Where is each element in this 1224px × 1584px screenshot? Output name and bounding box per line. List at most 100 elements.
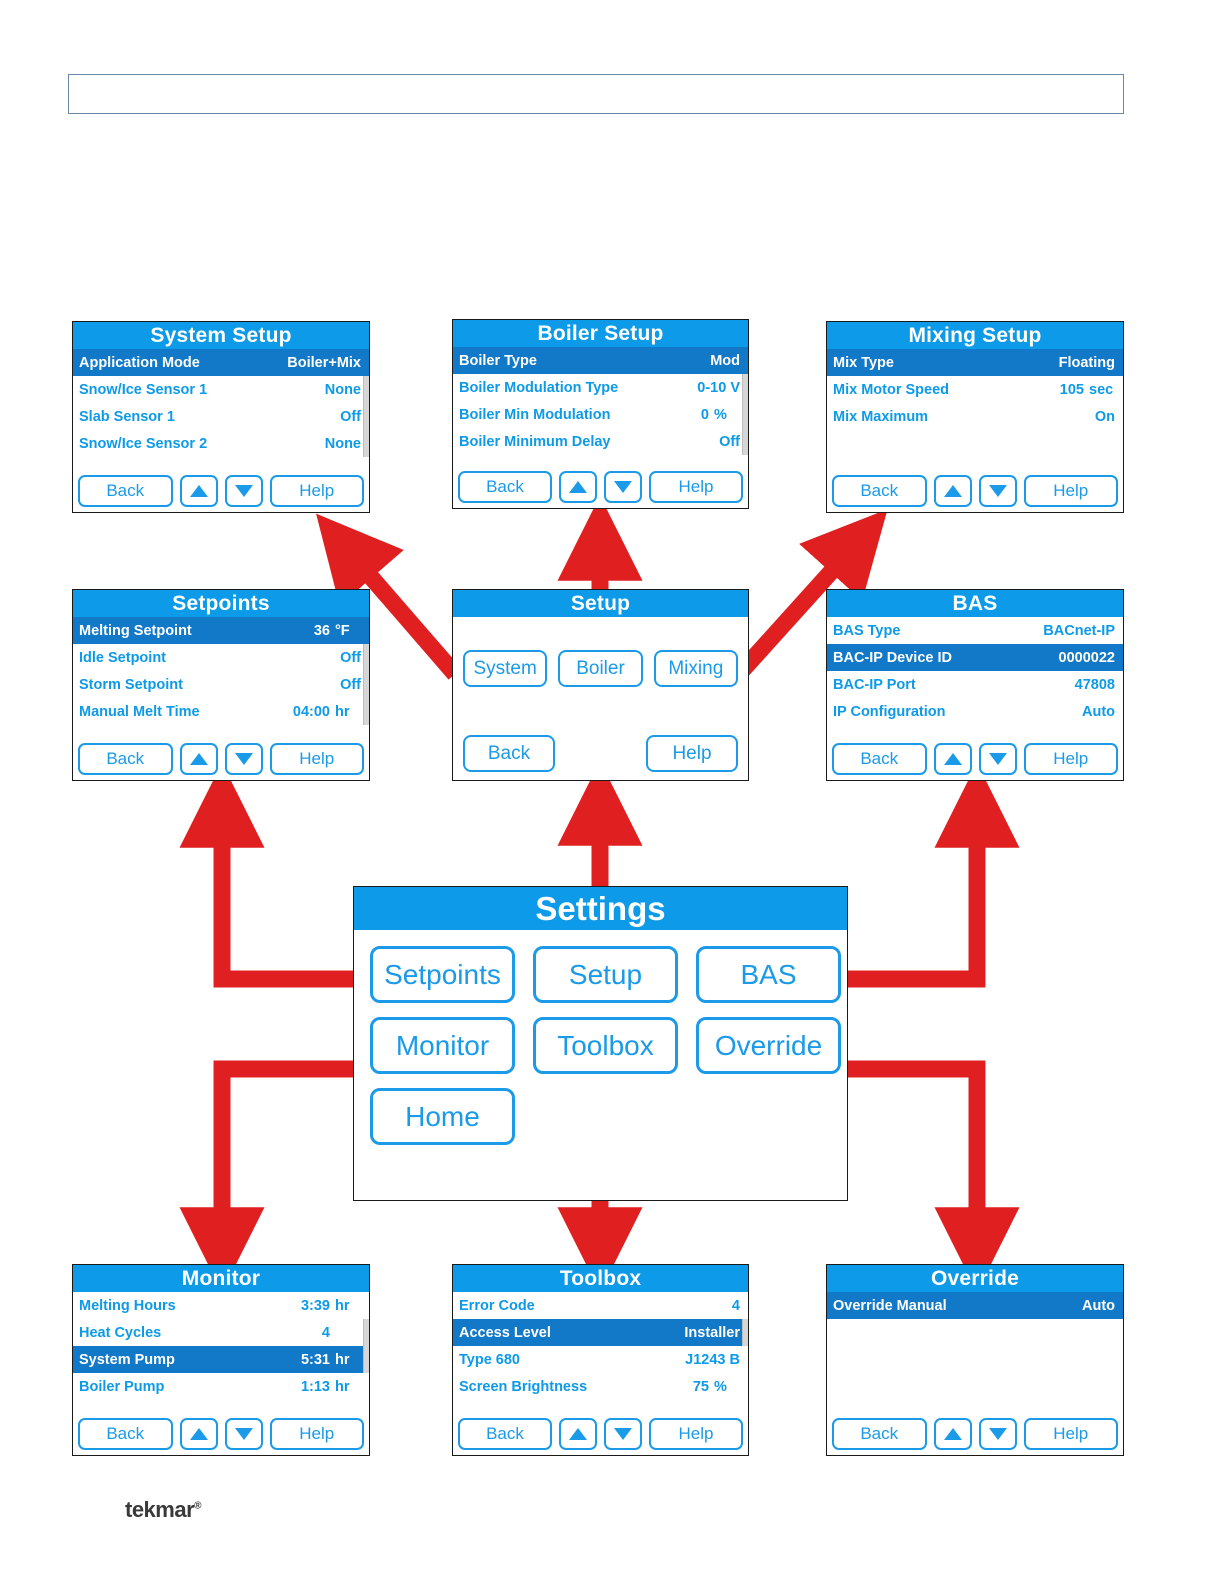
down-button[interactable] bbox=[604, 1418, 642, 1450]
back-button[interactable]: Back bbox=[832, 475, 927, 507]
down-button[interactable] bbox=[604, 471, 642, 503]
setup-system-button[interactable]: System bbox=[463, 650, 548, 687]
row-value: Floating bbox=[1058, 354, 1115, 371]
up-button[interactable] bbox=[179, 1418, 218, 1450]
help-button[interactable]: Help bbox=[269, 475, 364, 507]
help-button[interactable]: Help bbox=[269, 743, 364, 775]
list-item[interactable]: BAC-IP Device ID 0000022 bbox=[827, 644, 1123, 671]
up-button[interactable] bbox=[933, 743, 972, 775]
list-item[interactable]: Mix Maximum On bbox=[827, 403, 1123, 430]
back-button[interactable]: Back bbox=[78, 475, 173, 507]
scrollbar[interactable] bbox=[363, 1319, 369, 1373]
settings-list[interactable]: Melting Hours 3:39 hr Heat Cycles 4 Syst… bbox=[73, 1292, 369, 1400]
settings-home-button[interactable]: Home bbox=[370, 1088, 515, 1145]
list-item[interactable]: Boiler Type Mod bbox=[453, 347, 748, 374]
panel-boiler-setup[interactable]: Boiler Setup Boiler Type Mod Boiler Modu… bbox=[452, 319, 749, 509]
settings-setpoints-button[interactable]: Setpoints bbox=[370, 946, 515, 1003]
help-button[interactable]: Help bbox=[649, 1418, 743, 1450]
panel-mixing-setup[interactable]: Mixing Setup Mix Type Floating Mix Motor… bbox=[826, 321, 1124, 513]
list-item[interactable]: Mix Motor Speed 105 sec bbox=[827, 376, 1123, 403]
list-item[interactable]: Melting Setpoint 36 °F bbox=[73, 617, 369, 644]
help-button[interactable]: Help bbox=[1023, 743, 1118, 775]
up-button[interactable] bbox=[933, 475, 972, 507]
panel-system-setup[interactable]: System Setup Application Mode Boiler+Mix… bbox=[72, 321, 370, 513]
down-button[interactable] bbox=[978, 1418, 1017, 1450]
setup-boiler-button[interactable]: Boiler bbox=[558, 650, 643, 687]
panel-setup-menu[interactable]: Setup System Boiler Mixing Back Help bbox=[452, 589, 749, 781]
list-item[interactable]: Screen Brightness 75 % bbox=[453, 1373, 748, 1400]
up-button[interactable] bbox=[179, 743, 218, 775]
settings-list[interactable]: Override Manual Auto bbox=[827, 1292, 1123, 1400]
help-button[interactable]: Help bbox=[269, 1418, 364, 1450]
list-item[interactable]: Manual Melt Time 04:00 hr bbox=[73, 698, 369, 725]
list-item[interactable]: Boiler Min Modulation 0 % bbox=[453, 401, 748, 428]
back-button[interactable]: Back bbox=[458, 471, 552, 503]
list-item[interactable]: IP Configuration Auto bbox=[827, 698, 1123, 725]
settings-list[interactable]: Boiler Type Mod Boiler Modulation Type 0… bbox=[453, 347, 748, 455]
panel-settings[interactable]: Settings Setpoints Setup BAS Monitor Too… bbox=[353, 886, 848, 1201]
list-item[interactable]: Boiler Modulation Type 0-10 V bbox=[453, 374, 748, 401]
help-button[interactable]: Help bbox=[1023, 1418, 1118, 1450]
panel-toolbox[interactable]: Toolbox Error Code 4 Access Level Instal… bbox=[452, 1264, 749, 1456]
down-button[interactable] bbox=[224, 1418, 263, 1450]
panel-override[interactable]: Override Override Manual Auto Back Help bbox=[826, 1264, 1124, 1456]
back-button[interactable]: Back bbox=[78, 743, 173, 775]
panel-bas[interactable]: BAS BAS Type BACnet-IP BAC-IP Device ID … bbox=[826, 589, 1124, 781]
settings-list[interactable]: BAS Type BACnet-IP BAC-IP Device ID 0000… bbox=[827, 617, 1123, 725]
up-button[interactable] bbox=[559, 1418, 597, 1450]
list-item[interactable]: Application Mode Boiler+Mix bbox=[73, 349, 369, 376]
down-button[interactable] bbox=[978, 475, 1017, 507]
row-value: On bbox=[1094, 408, 1115, 425]
list-item[interactable]: BAS Type BACnet-IP bbox=[827, 617, 1123, 644]
panel-monitor[interactable]: Monitor Melting Hours 3:39 hr Heat Cycle… bbox=[72, 1264, 370, 1456]
scrollbar[interactable] bbox=[363, 376, 369, 457]
scrollbar[interactable] bbox=[742, 374, 748, 455]
list-item[interactable]: System Pump 5:31 hr bbox=[73, 1346, 369, 1373]
list-item[interactable]: Access Level Installer bbox=[453, 1319, 748, 1346]
back-button[interactable]: Back bbox=[78, 1418, 173, 1450]
list-item[interactable]: Heat Cycles 4 bbox=[73, 1319, 369, 1346]
list-item[interactable]: Error Code 4 bbox=[453, 1292, 748, 1319]
settings-override-button[interactable]: Override bbox=[696, 1017, 841, 1074]
down-button[interactable] bbox=[224, 743, 263, 775]
scrollbar[interactable] bbox=[742, 1319, 748, 1346]
up-button[interactable] bbox=[179, 475, 218, 507]
back-button[interactable]: Back bbox=[832, 743, 927, 775]
list-item[interactable]: Boiler Minimum Delay Off bbox=[453, 428, 748, 455]
list-item[interactable]: Boiler Pump 1:13 hr bbox=[73, 1373, 369, 1400]
down-button[interactable] bbox=[978, 743, 1017, 775]
list-item[interactable]: Snow/Ice Sensor 1 None bbox=[73, 376, 369, 403]
settings-list[interactable]: Mix Type Floating Mix Motor Speed 105 se… bbox=[827, 349, 1123, 457]
settings-list[interactable]: Error Code 4 Access Level Installer Type… bbox=[453, 1292, 748, 1400]
help-button[interactable]: Help bbox=[1023, 475, 1118, 507]
settings-list[interactable]: Application Mode Boiler+Mix Snow/Ice Sen… bbox=[73, 349, 369, 457]
scrollbar[interactable] bbox=[363, 644, 369, 725]
help-button[interactable]: Help bbox=[646, 735, 738, 772]
settings-setup-button[interactable]: Setup bbox=[533, 946, 678, 1003]
up-button[interactable] bbox=[559, 471, 597, 503]
list-item[interactable]: Storm Setpoint Off bbox=[73, 671, 369, 698]
list-item[interactable]: Type 680 J1243 B bbox=[453, 1346, 748, 1373]
panel-setpoints[interactable]: Setpoints Melting Setpoint 36 °F Idle Se… bbox=[72, 589, 370, 781]
settings-button-row: Home bbox=[370, 1088, 831, 1145]
list-item[interactable]: Override Manual Auto bbox=[827, 1292, 1123, 1319]
list-item[interactable]: BAC-IP Port 47808 bbox=[827, 671, 1123, 698]
settings-toolbox-button[interactable]: Toolbox bbox=[533, 1017, 678, 1074]
row-label: Override Manual bbox=[833, 1297, 947, 1314]
list-item[interactable]: Slab Sensor 1 Off bbox=[73, 403, 369, 430]
list-item[interactable]: Idle Setpoint Off bbox=[73, 644, 369, 671]
list-item[interactable]: Snow/Ice Sensor 2 None bbox=[73, 430, 369, 457]
settings-bas-button[interactable]: BAS bbox=[696, 946, 841, 1003]
down-button[interactable] bbox=[224, 475, 263, 507]
settings-monitor-button[interactable]: Monitor bbox=[370, 1017, 515, 1074]
back-button[interactable]: Back bbox=[458, 1418, 552, 1450]
settings-list[interactable]: Melting Setpoint 36 °F Idle Setpoint Off… bbox=[73, 617, 369, 725]
help-button[interactable]: Help bbox=[649, 471, 743, 503]
setup-mixing-button[interactable]: Mixing bbox=[653, 650, 738, 687]
row-unit: hr bbox=[335, 1297, 350, 1314]
list-item[interactable]: Melting Hours 3:39 hr bbox=[73, 1292, 369, 1319]
back-button[interactable]: Back bbox=[463, 735, 555, 772]
list-item[interactable]: Mix Type Floating bbox=[827, 349, 1123, 376]
up-button[interactable] bbox=[933, 1418, 972, 1450]
back-button[interactable]: Back bbox=[832, 1418, 927, 1450]
